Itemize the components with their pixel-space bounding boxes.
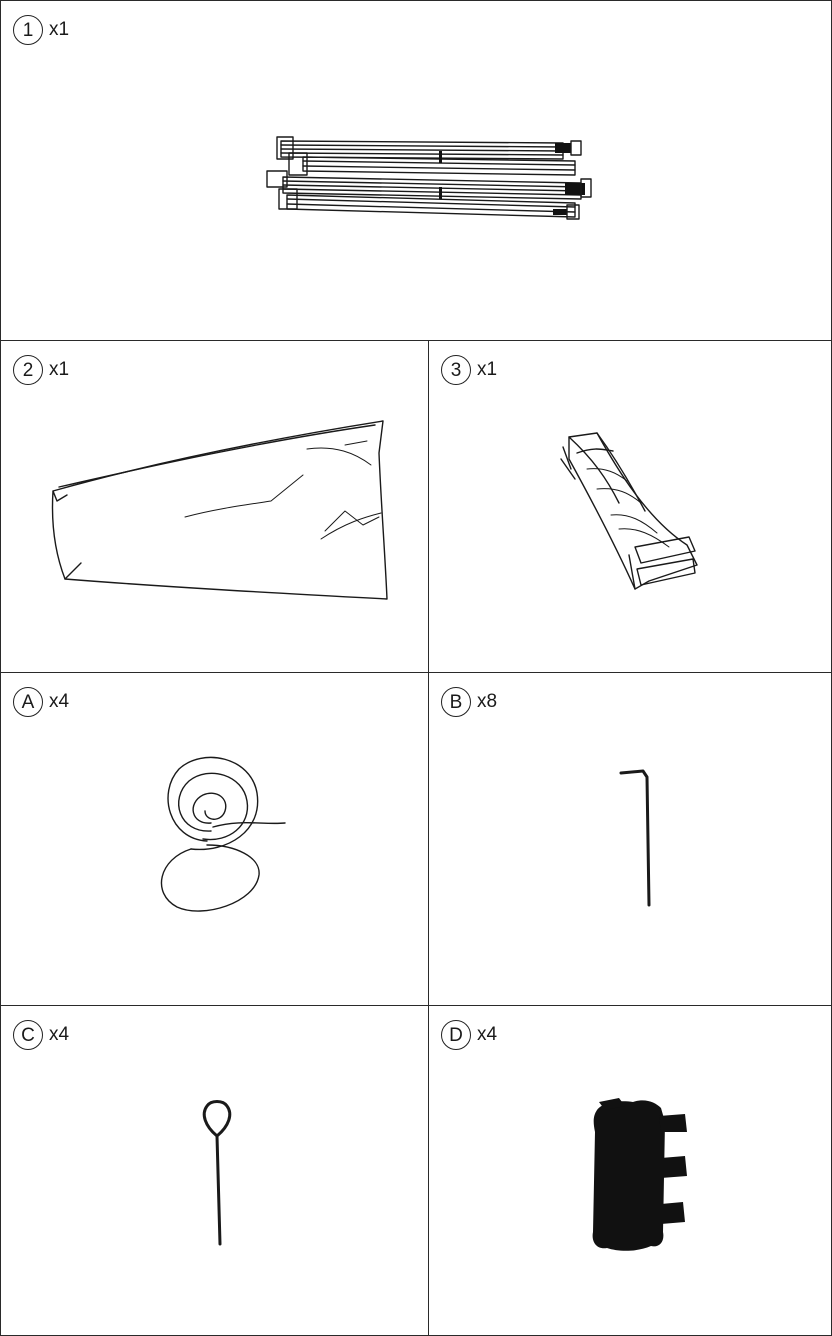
- canopy-top-icon: [45, 413, 395, 603]
- part-cell-c: C x4: [0, 1005, 429, 1336]
- part-label-a: A x4: [13, 687, 69, 717]
- part-label-3: 3 x1: [441, 355, 497, 385]
- part-id-badge: 2: [13, 355, 43, 385]
- part-label-c: C x4: [13, 1020, 69, 1050]
- pin-icon: [197, 1096, 237, 1256]
- part-quantity: x4: [49, 691, 69, 713]
- part-quantity: x1: [49, 359, 69, 381]
- part-cell-a: A x4: [0, 672, 429, 1006]
- stake-icon: [615, 763, 655, 913]
- part-id-badge: D: [441, 1020, 471, 1050]
- weight-bag-icon: [589, 1092, 699, 1262]
- part-id-badge: 1: [13, 15, 43, 45]
- part-cell-d: D x4: [428, 1005, 832, 1336]
- part-label-1: 1 x1: [13, 15, 69, 45]
- part-quantity: x1: [477, 359, 497, 381]
- part-cell-3: 3 x1: [428, 340, 832, 673]
- part-id-badge: B: [441, 687, 471, 717]
- part-cell-1: 1 x1: [0, 0, 832, 341]
- part-label-b: B x8: [441, 687, 497, 717]
- part-id-badge: A: [13, 687, 43, 717]
- part-quantity: x8: [477, 691, 497, 713]
- part-quantity: x1: [49, 19, 69, 41]
- carry-bag-icon: [557, 429, 717, 599]
- part-label-2: 2 x1: [13, 355, 69, 385]
- part-label-d: D x4: [441, 1020, 497, 1050]
- part-id-badge: 3: [441, 355, 471, 385]
- part-id-badge: C: [13, 1020, 43, 1050]
- rope-icon: [151, 753, 291, 913]
- part-cell-b: B x8: [428, 672, 832, 1006]
- part-quantity: x4: [477, 1024, 497, 1046]
- part-cell-2: 2 x1: [0, 340, 429, 673]
- folded-frame-icon: [263, 129, 593, 224]
- part-quantity: x4: [49, 1024, 69, 1046]
